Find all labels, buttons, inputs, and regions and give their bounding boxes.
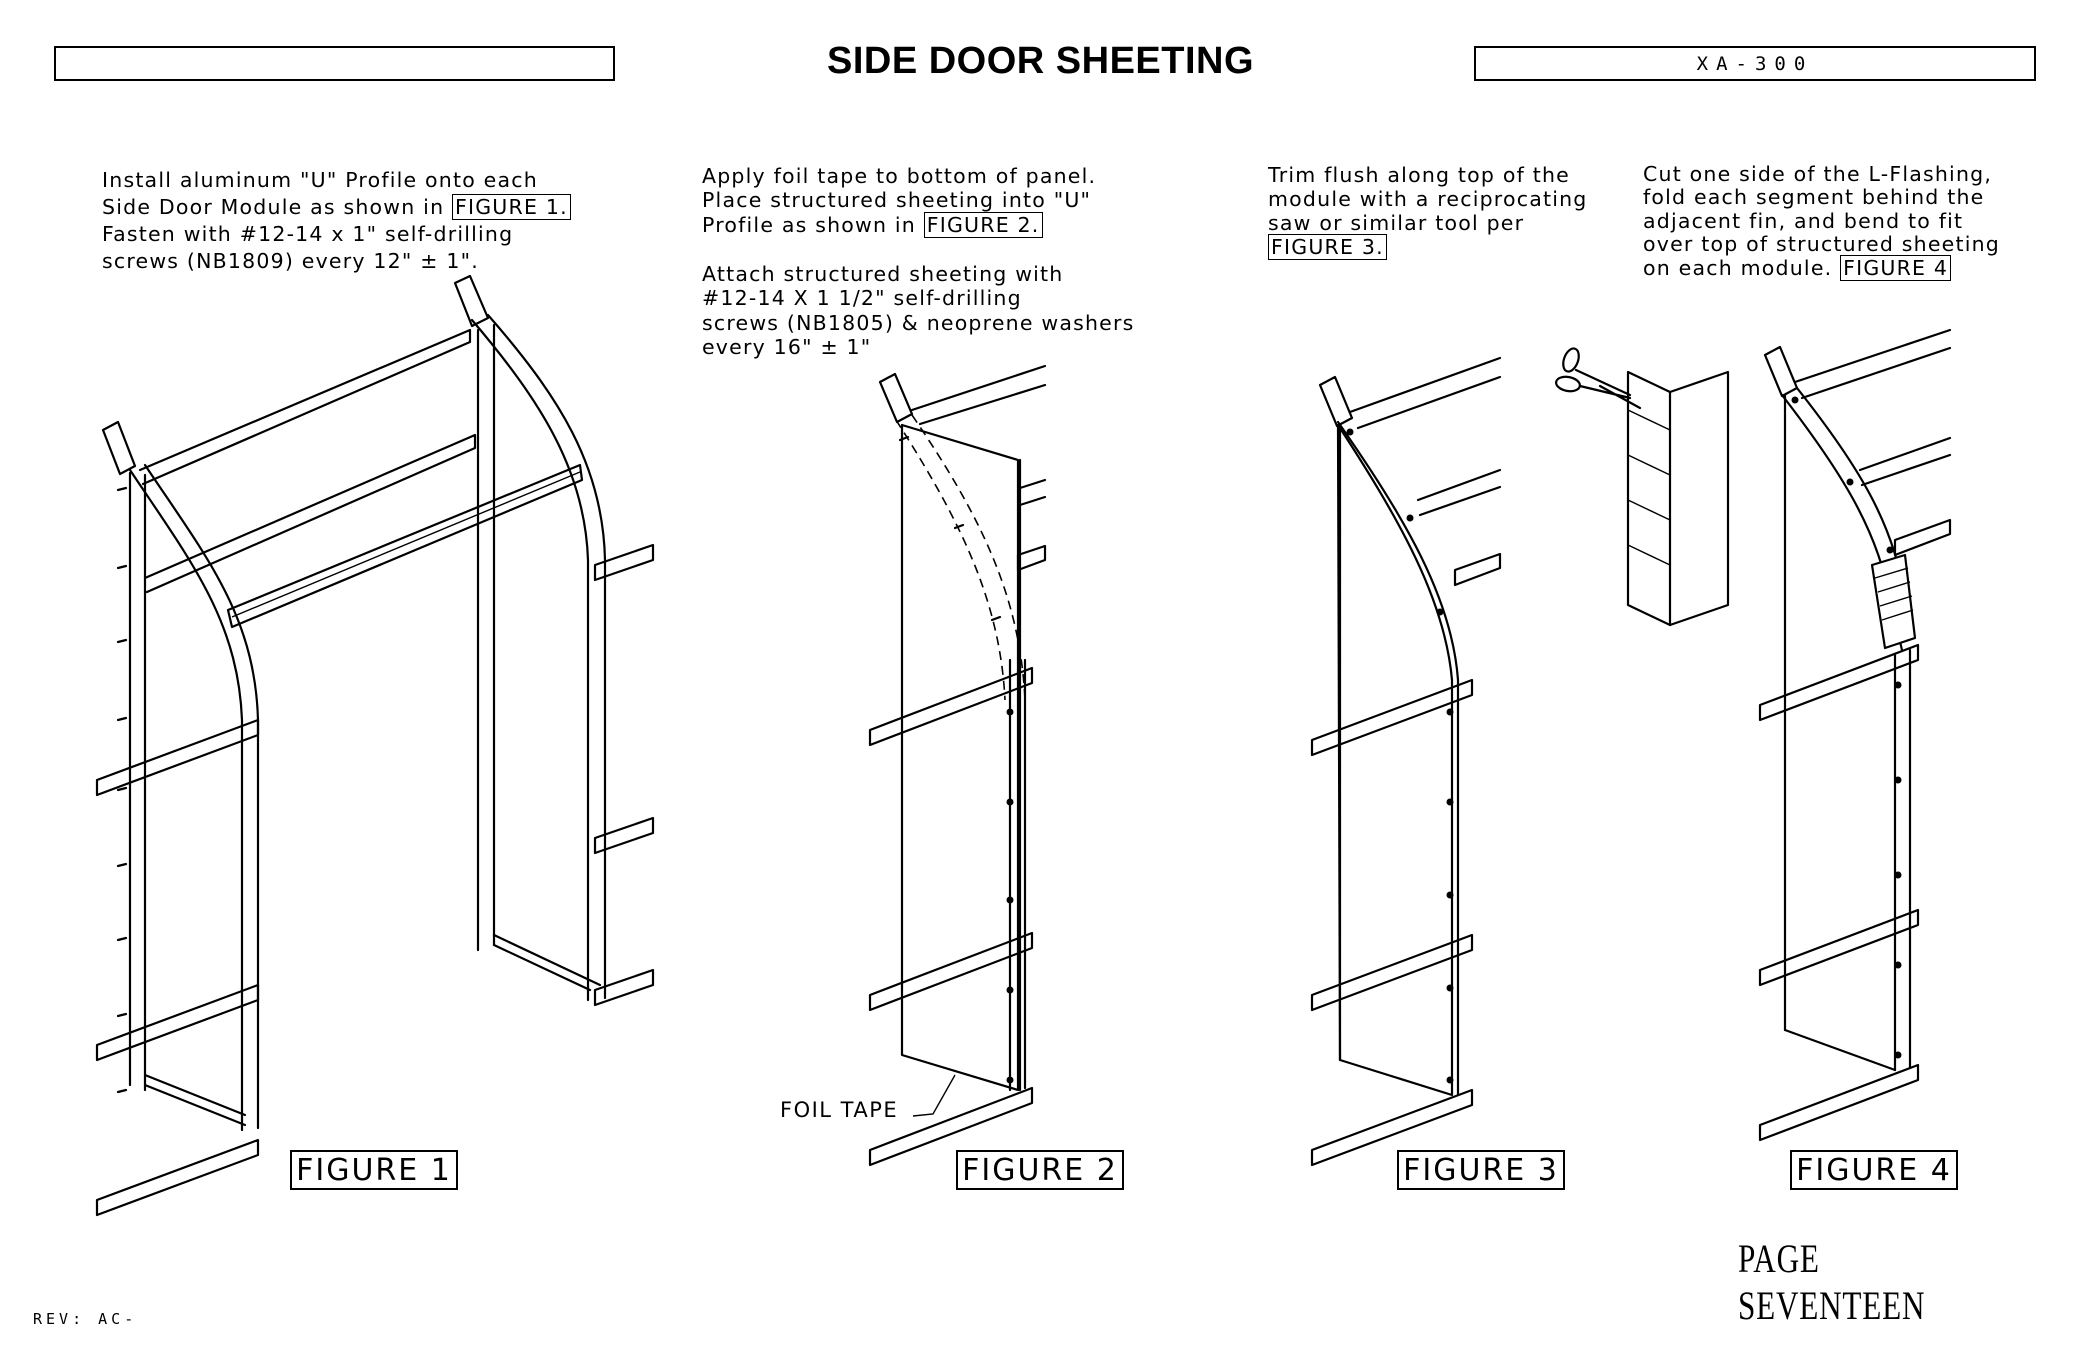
fig3-strut-3: [1310, 1088, 1474, 1167]
fig1-right-tube-end: [453, 274, 490, 328]
fig3-strut-1: [1310, 678, 1474, 757]
fig3-strut-2: [1310, 933, 1474, 1012]
step4-line3: adjacent fin, and bend to fit: [1643, 208, 1964, 233]
fig4-screws: [1791, 396, 1902, 1059]
fig4-tube-end: [1763, 345, 1799, 398]
fig1-u-profile-inner: [231, 471, 581, 618]
fig4-strut-1: [1758, 643, 1920, 722]
figure-2-drawing: [868, 364, 1047, 1167]
step1-line2: Side Door Module as shown in: [102, 195, 452, 219]
step2-line3: Profile as shown in: [702, 212, 924, 237]
scissors-icon: [1555, 347, 1642, 410]
revision-label: REV: AC-: [33, 1310, 138, 1328]
fig1-strut-6: [593, 968, 655, 1007]
foil-tape-callout: FOIL TAPE: [780, 1098, 899, 1122]
step1-line4: screws (NB1809) every 12" ± 1".: [102, 249, 479, 273]
fig3-screws: [1346, 428, 1454, 1084]
fig2-hidden-arch: [895, 414, 1026, 701]
page-number: PAGE SEVENTEEN: [1738, 1236, 1926, 1328]
fig1-left-arch: [128, 463, 260, 1132]
fig3-arch-trimmed: [1336, 420, 1460, 1097]
fig4-top-rail: [1793, 328, 1952, 400]
fig1-strut-3: [95, 1138, 260, 1217]
step2-line1: Apply foil tape to bottom of panel.: [702, 163, 1097, 188]
step4-line5: on each module.: [1643, 255, 1841, 280]
step2-line8: every 16" ± 1": [702, 335, 872, 359]
step4-line2: fold each segment behind the: [1643, 185, 1985, 209]
instruction-step-3: Trim flush along top of the module with …: [1268, 139, 1588, 260]
figure-4-drawing: [1758, 328, 1952, 1142]
figure-1-drawing: [95, 274, 655, 1217]
step3-line1: Trim flush along top of the: [1268, 163, 1570, 187]
step2-line2: Place structured sheeting into "U": [702, 188, 1092, 212]
figure-3-drawing: [1310, 356, 1502, 1167]
instruction-step-1: Install aluminum "U" Profile onto each S…: [102, 140, 571, 275]
fig1-right-arch: [470, 313, 607, 1002]
fig1-middle-post: [476, 323, 496, 952]
figure-4-reference: FIGURE 4: [1840, 254, 1952, 281]
step3-line3: saw or similar tool per: [1268, 211, 1525, 235]
step2-line5: Attach structured sheeting with: [702, 261, 1064, 286]
page-title: SIDE DOOR SHEETING: [826, 40, 1255, 82]
figure-2-label: FIGURE 2: [956, 1150, 1124, 1190]
step2-line7: screws (NB1805) & neoprene washers: [702, 310, 1135, 335]
instruction-step-2: Apply foil tape to bottom of panel. Plac…: [702, 139, 1134, 360]
fig4-u-profile: [1893, 518, 1952, 557]
fig1-strut-4: [593, 543, 655, 582]
fig2-rail-2: [1018, 478, 1047, 507]
instruction-step-4: Cut one side of the L-Flashing, fold eac…: [1643, 139, 2001, 281]
fig2-screws: [898, 435, 1014, 1084]
fig3-rail-2: [1416, 468, 1502, 517]
fig2-top-rail: [910, 364, 1047, 426]
document-id-box: XA-300: [1474, 46, 2036, 81]
figure-2-reference: FIGURE 2.: [923, 211, 1043, 238]
l-flashing-drawing: [1555, 347, 1730, 627]
fig3-top-rail: [1348, 356, 1502, 430]
fig2-sheeting-panel: [900, 423, 1020, 1092]
fig3-tube-end: [1318, 375, 1354, 428]
step4-line4: over top of structured sheeting: [1643, 232, 2001, 256]
fig1-top-rail-2: [143, 433, 477, 594]
fig1-top-rail-1: [138, 328, 472, 486]
fig1-bottom-right-rail: [492, 933, 602, 992]
figure-4-label: FIGURE 4: [1790, 1150, 1958, 1190]
l-flashing-outline: [1626, 370, 1730, 627]
fig1-left-tube-end: [101, 420, 137, 476]
step2-line6: #12-14 X 1 1/2" self-drilling: [702, 286, 1022, 310]
fig4-bottom-edge: [1783, 1028, 1897, 1072]
fig2-foil-tape-leader: [912, 1074, 956, 1117]
fig1-u-profile: [226, 463, 584, 629]
fig1-screws: [116, 486, 128, 1094]
fig2-strut-1: [868, 666, 1034, 747]
step1-line1: Install aluminum "U" Profile onto each: [102, 168, 538, 192]
figure-3-reference: FIGURE 3.: [1268, 234, 1387, 260]
fig4-strut-3: [1758, 1063, 1920, 1142]
fig1-strut-1: [95, 718, 260, 797]
fig1-strut-5: [593, 816, 655, 855]
fig1-strut-2: [95, 983, 260, 1062]
fig2-tube-end: [878, 372, 914, 424]
step4-line1: Cut one side of the L-Flashing,: [1643, 161, 1993, 186]
fig2-strut-2: [868, 931, 1034, 1012]
fig1-bottom-left-rail: [143, 1073, 247, 1127]
fig3-u-profile: [1453, 552, 1502, 587]
fig2-strut-3: [868, 1086, 1034, 1167]
fig4-rail-2: [1858, 436, 1952, 487]
fig4-right-post: [1893, 648, 1912, 1072]
fig3-sheeting-panel: [1336, 423, 1454, 1097]
l-flashing-cuts: [1627, 409, 1671, 566]
step3-line2: module with a reciprocating: [1268, 187, 1588, 211]
fig2-post: [1008, 658, 1027, 1092]
fig2-u-profile: [1016, 544, 1047, 572]
header-left-blank-box: [54, 46, 615, 81]
figure-1-label: FIGURE 1: [290, 1150, 458, 1190]
figure-1-reference: FIGURE 1.: [451, 194, 571, 220]
step1-line3: Fasten with #12-14 x 1" self-drilling: [102, 222, 514, 246]
fig4-flashing-segments: [1874, 567, 1914, 621]
fig4-strut-2: [1758, 908, 1920, 987]
figure-3-label: FIGURE 3: [1397, 1150, 1565, 1190]
document-id: XA-300: [1696, 52, 1814, 75]
